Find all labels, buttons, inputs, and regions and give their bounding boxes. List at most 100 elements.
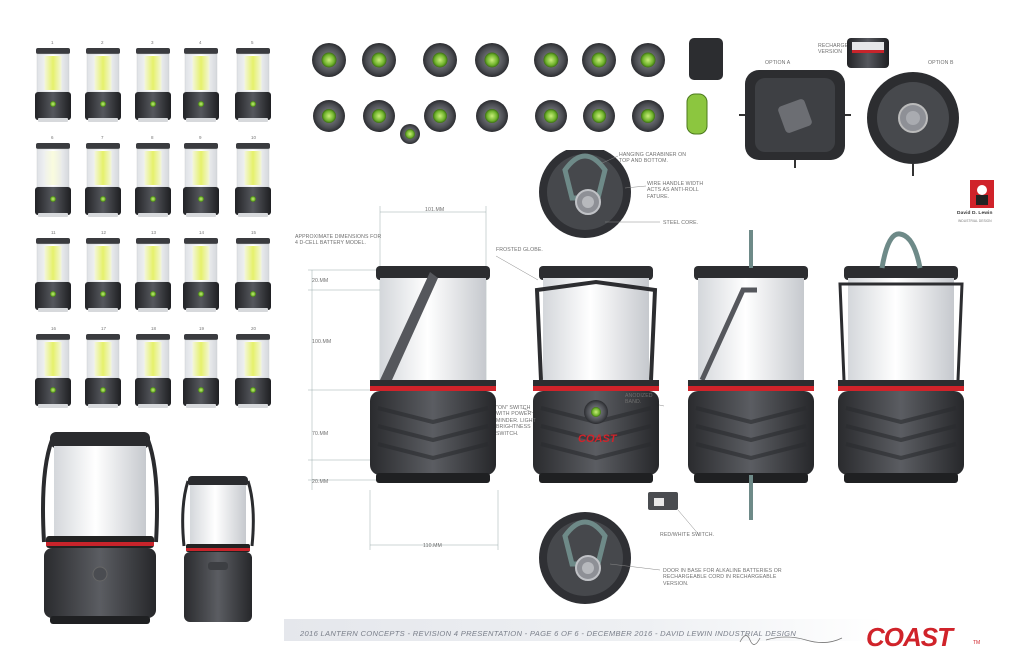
concept-thumbnail <box>35 238 71 312</box>
button-variant <box>582 43 616 77</box>
button-variant <box>424 100 456 132</box>
footer-title: 2016 LANTERN CONCEPTS - REVISION 4 PRESE… <box>300 629 797 638</box>
lantern-elevation <box>838 231 964 483</box>
thumbnail-number: 6 <box>51 135 54 140</box>
dim-width-top: 101.mm <box>425 207 445 213</box>
footer-bar <box>284 619 884 641</box>
callout-steel-core: STEEL CORE. <box>663 220 699 226</box>
slide-switch-variant <box>689 38 723 80</box>
lantern-elevation <box>688 230 814 520</box>
dim-height-globe: 100.mm <box>312 339 332 345</box>
option-a-top-view <box>739 70 851 168</box>
thumbnail-number: 10 <box>251 135 257 140</box>
concept-thumbnail <box>183 334 219 408</box>
thumbnail-number: 17 <box>101 326 107 331</box>
concept-thumbnail <box>135 334 171 408</box>
concept-thumbnails <box>35 48 271 408</box>
thumbnail-number: 20 <box>251 326 257 331</box>
option-b-label: Option B <box>928 60 954 66</box>
callout-anodized-band: ANODIZED BAND. <box>625 393 653 406</box>
button-variant <box>476 100 508 132</box>
thumbnail-number: 5 <box>251 40 254 45</box>
coast-logo-tm: TM <box>973 640 981 646</box>
button-variant <box>632 100 664 132</box>
concept-thumbnail <box>85 238 121 312</box>
coast-logo-on-lantern: COAST <box>578 433 618 445</box>
dimensions-heading: APPROXIMATE DIMENSIONS FOR 4 D-CELL BATT… <box>295 234 382 247</box>
thumbnail-number: 12 <box>101 230 107 235</box>
thumbnail-number: 14 <box>199 230 205 235</box>
large-lantern-photo <box>41 432 159 624</box>
concept-thumbnail <box>135 48 171 122</box>
concept-thumbnail <box>135 143 171 217</box>
option-b-top-view <box>867 72 959 176</box>
concept-thumbnail <box>235 238 271 312</box>
concept-thumbnail <box>235 334 271 408</box>
thumbnail-number: 8 <box>151 135 154 140</box>
four-lantern-views: COAST <box>370 230 964 520</box>
concept-thumbnail <box>183 143 219 217</box>
button-variant <box>583 100 615 132</box>
thumbnail-number: 11 <box>51 230 56 235</box>
thumbnail-number: 7 <box>101 135 104 140</box>
thumbnail-number: 13 <box>151 230 157 235</box>
callout-red-white-switch: RED/WHITE SWITCH. <box>660 532 715 538</box>
coast-logo: COAST <box>866 622 953 652</box>
concept-thumbnail <box>235 143 271 217</box>
top-detail-view <box>539 150 631 238</box>
callout-battery-door: DOOR IN BASE FOR ALKALINE BATTERIES OR R… <box>663 568 782 587</box>
concept-thumbnail <box>35 334 71 408</box>
concept-thumbnail <box>85 143 121 217</box>
bottom-detail-view <box>539 512 631 604</box>
designer-badge <box>970 180 994 208</box>
thumbnail-number: 18 <box>151 326 157 331</box>
lantern-elevations <box>308 150 701 604</box>
lantern-elevation: COAST <box>533 266 659 483</box>
concept-thumbnail <box>183 238 219 312</box>
thumbnail-number: 16 <box>51 326 57 331</box>
button-variant <box>631 43 665 77</box>
concept-thumbnail <box>35 48 71 122</box>
concept-thumbnail <box>183 48 219 122</box>
callout-frosted-globe: FROSTED GLOBE. <box>496 247 543 253</box>
callout-wire-handle: WIRE HANDLE WIDTH ACTS AS ANTI-ROLL FATU… <box>647 181 704 200</box>
button-variations <box>312 38 723 144</box>
button-variant <box>534 43 568 77</box>
photo-lanterns <box>41 432 255 624</box>
designer-signature <box>739 635 843 645</box>
button-variant <box>535 100 567 132</box>
callout-carabiner: HANGING CARABINER ON TOP AND BOTTOM. <box>619 152 687 165</box>
dim-height-bottom: 20.mm <box>312 479 329 485</box>
rechargeable-label: Rechargeable version <box>818 43 862 56</box>
thumbnail-number: 9 <box>199 135 202 140</box>
small-lantern-photo <box>181 476 255 622</box>
concept-thumbnail <box>85 334 121 408</box>
callout-on-switch: "ON" SWITCH WITH POWER MINDER. LIGHT BRI… <box>496 405 536 437</box>
top-view-options <box>739 38 959 176</box>
button-variant <box>312 43 346 77</box>
concept-thumbnail <box>235 48 271 122</box>
button-variant <box>362 43 396 77</box>
thumbnail-number: 15 <box>251 230 257 235</box>
thumbnail-number: 4 <box>199 40 202 45</box>
button-variant <box>475 43 509 77</box>
button-variant <box>423 43 457 77</box>
button-variant <box>363 100 395 132</box>
badge-name: David D. Lewin <box>957 211 993 216</box>
green-pill-switch-variant <box>686 93 708 135</box>
button-variant <box>400 124 420 144</box>
red-white-switch-detail <box>648 492 678 510</box>
thumbnail-number: 19 <box>199 326 205 331</box>
concept-thumbnail <box>85 48 121 122</box>
rechargeable-top-view <box>847 38 889 68</box>
concept-thumbnail <box>35 143 71 217</box>
badge-subtitle: INDUSTRIAL DESIGN <box>958 219 992 223</box>
thumbnail-number: 1 <box>51 40 54 45</box>
dim-height-base: 70.mm <box>312 431 329 437</box>
dim-height-top: 20.mm <box>312 278 329 284</box>
dim-width-bottom: 110.mm <box>423 543 442 549</box>
thumbnail-number: 3 <box>151 40 154 45</box>
concept-thumbnail <box>135 238 171 312</box>
button-variant <box>313 100 345 132</box>
thumbnail-number: 2 <box>101 40 104 45</box>
